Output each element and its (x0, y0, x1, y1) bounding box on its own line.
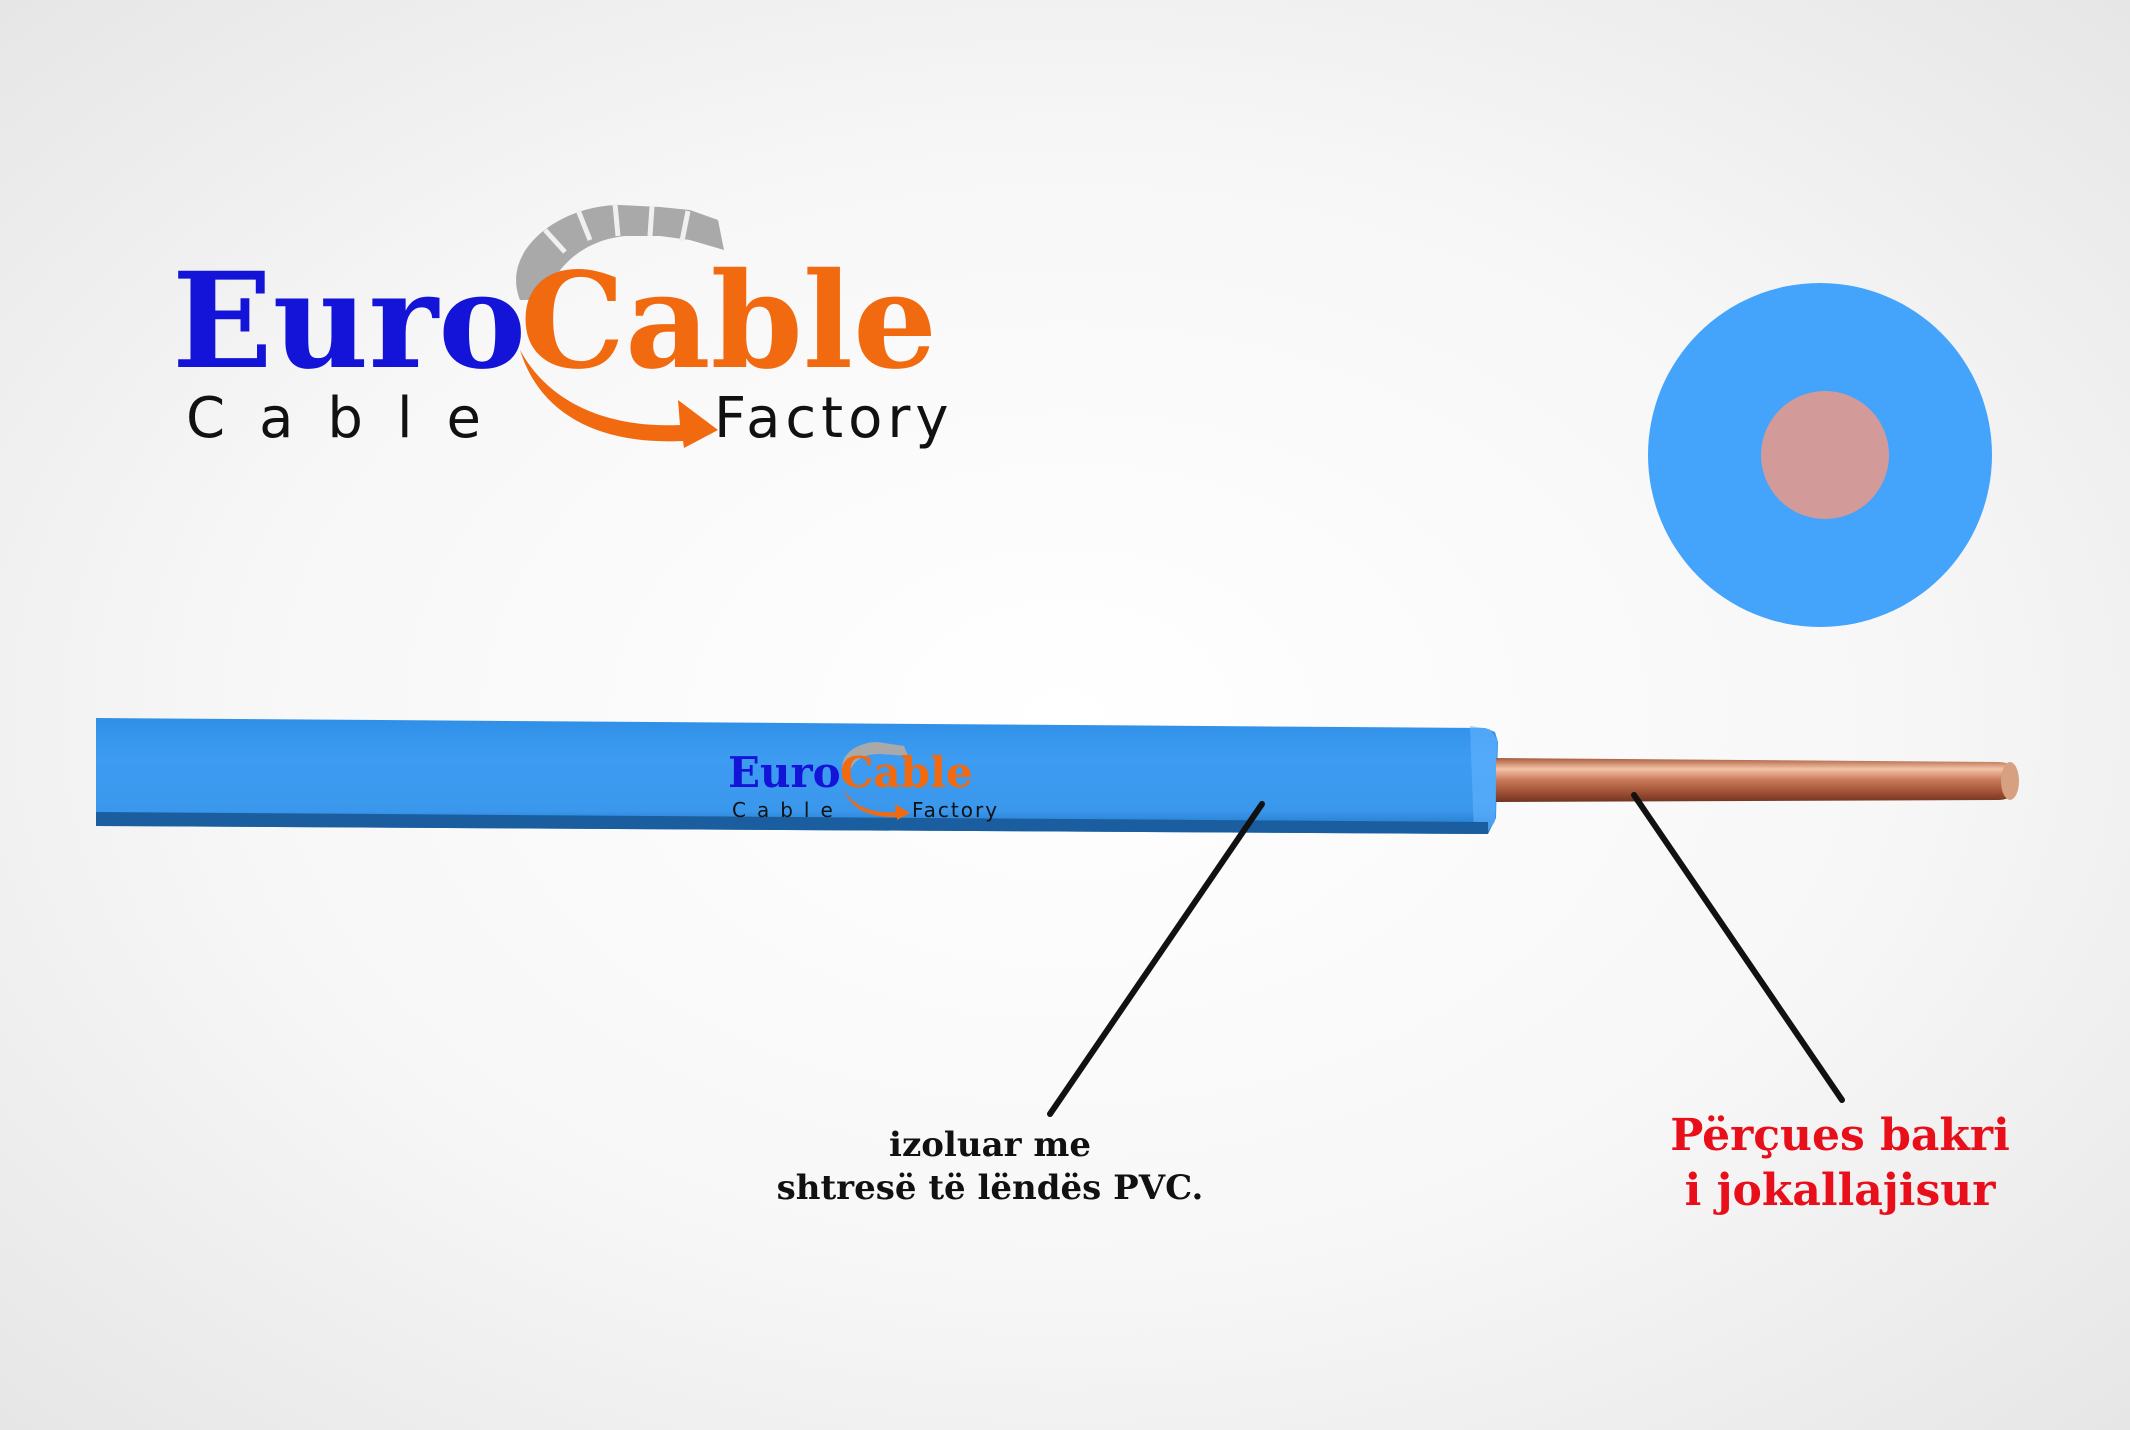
copper-core (1761, 391, 1889, 519)
leader-line-insulation (1047, 801, 1265, 1117)
wire-logo-subtitle-cable: Cable (732, 798, 844, 822)
conductor-label: Përçues bakri i jokallajisur (1630, 1108, 2050, 1218)
conductor-label-line1: Përçues bakri (1670, 1110, 2010, 1161)
insulation-label-line1: izoluar me (889, 1125, 1091, 1165)
wire-logo-cable-text: Cable (840, 748, 973, 797)
insulation-label-line2: shtresë të lëndës PVC. (776, 1167, 1204, 1208)
wire-logo-euro-text: Euro (728, 748, 841, 797)
logo-subtitle-cable: Cable (186, 386, 515, 451)
pvc-insulation (96, 718, 1498, 834)
leader-lines (1047, 792, 1845, 1117)
logo-subtitle-factory: Factory (714, 386, 954, 451)
logo-euro-text: Euro (172, 244, 527, 399)
wire-logo-subtitle-factory: Factory (912, 798, 1000, 822)
leader-line-conductor (1631, 792, 1845, 1103)
copper-conductor (1496, 758, 2019, 802)
conductor-label-line2: i jokallajisur (1684, 1165, 1996, 1216)
cable-cross-section (1648, 283, 1992, 627)
insulation-label: izoluar me shtresë të lëndës PVC. (740, 1124, 1240, 1209)
logo-cable-text: Cable (520, 244, 938, 399)
logo-orange-arrow (520, 350, 718, 448)
logo-grey-arc (516, 203, 724, 300)
